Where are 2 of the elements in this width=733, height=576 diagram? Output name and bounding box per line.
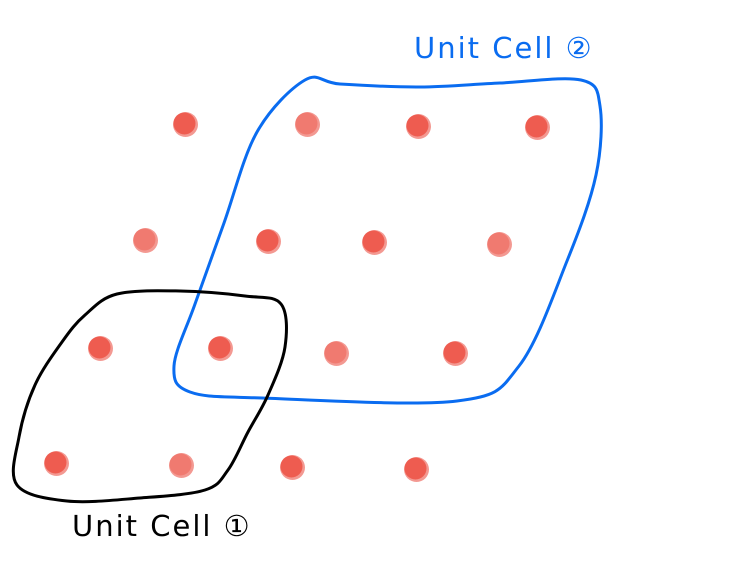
unit-cell-label: Unit Cell ② [414,30,594,66]
unit-cell-label: Unit Cell ① [72,508,252,544]
